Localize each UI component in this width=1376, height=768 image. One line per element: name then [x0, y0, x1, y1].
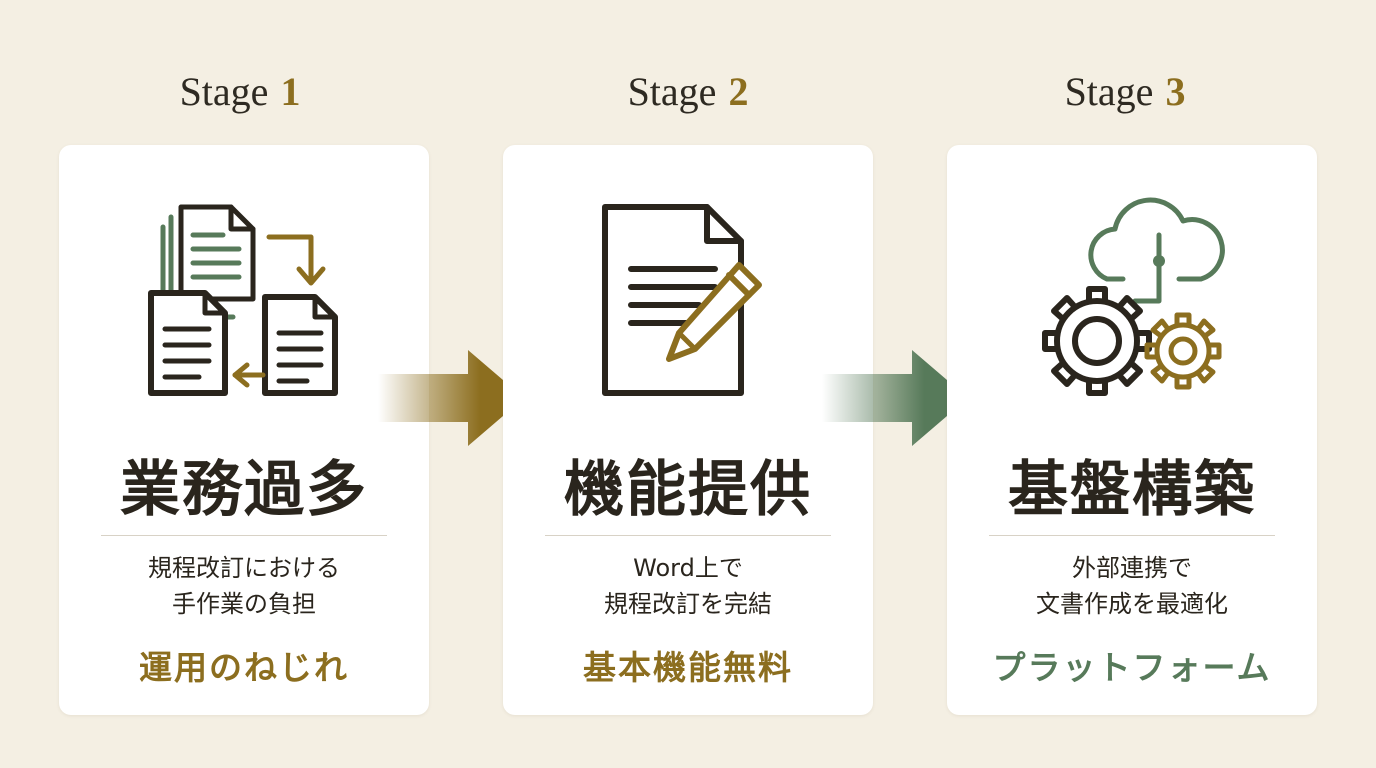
stage-tag: プラットフォーム: [992, 648, 1272, 687]
stage-description: 規程改訂における 手作業の負担: [59, 550, 429, 622]
right-arrow-icon: [378, 350, 524, 446]
stage-1-card: 業務過多 規程改訂における 手作業の負担 運用のねじれ: [59, 145, 429, 715]
stage-number: 3: [1165, 69, 1186, 114]
description-line: 文書作成を最適化: [1036, 590, 1228, 618]
description-line: Word上で: [633, 554, 743, 582]
description-line: 規程改訂を完結: [604, 590, 772, 618]
stage-word: Stage: [1064, 69, 1154, 114]
stage-number: 2: [728, 69, 749, 114]
right-arrow-icon: [822, 350, 968, 446]
stage-2-card: 機能提供 Word上で 規程改訂を完結 基本機能無料: [503, 145, 873, 715]
description-line: 規程改訂における: [148, 554, 340, 582]
stage-description: Word上で 規程改訂を完結: [503, 550, 873, 622]
stage-number: 1: [280, 69, 301, 114]
stage-word: Stage: [627, 69, 717, 114]
stage-title: 基盤構築: [1008, 455, 1256, 525]
description-line: 外部連携で: [1072, 554, 1192, 582]
description-line: 手作業の負担: [172, 590, 316, 618]
stage-tag: 基本機能無料: [583, 648, 793, 687]
stage-title: 業務過多: [120, 455, 368, 525]
divider: [545, 535, 831, 536]
stage-3-card: 基盤構築 外部連携で 文書作成を最適化 プラットフォーム: [947, 145, 1317, 715]
divider: [101, 535, 387, 536]
stage-title: 機能提供: [564, 455, 812, 525]
stage-description: 外部連携で 文書作成を最適化: [947, 550, 1317, 622]
documents-exchange-icon: [148, 204, 338, 396]
stage-tag: 運用のねじれ: [139, 648, 349, 687]
cloud-gears-icon: [1042, 197, 1225, 396]
stage-word: Stage: [179, 69, 269, 114]
document-pencil-icon: [602, 204, 762, 396]
divider: [989, 535, 1275, 536]
